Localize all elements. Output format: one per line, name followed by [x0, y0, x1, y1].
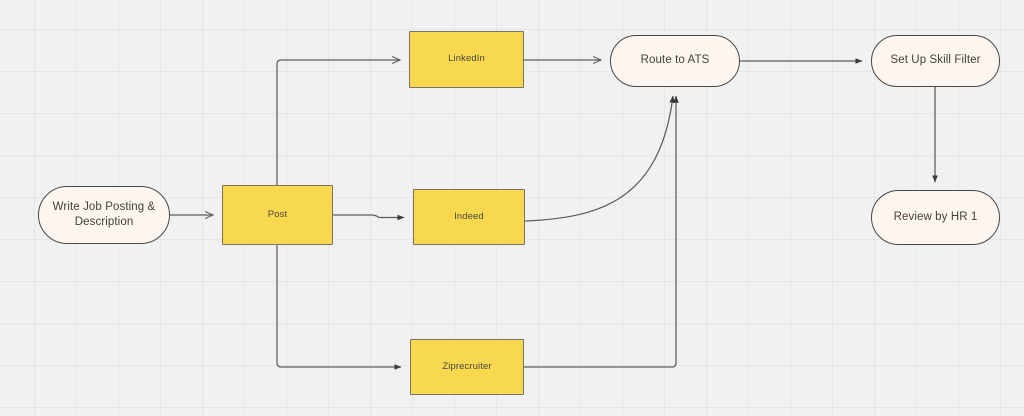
edge-indeed-to-route-to-ats — [524, 95, 675, 222]
node-post[interactable]: Post — [222, 185, 333, 245]
edge-ziprecruiter-to-route-to-ats — [524, 95, 679, 368]
node-review-by-hr-1[interactable]: Review by HR 1 — [871, 190, 1000, 245]
edge-post-to-linkedin — [276, 60, 400, 185]
node-label: Ziprecruiter — [442, 360, 492, 372]
node-label: LinkedIn — [448, 53, 485, 65]
node-route-to-ats[interactable]: Route to ATS — [610, 35, 740, 87]
node-label: Route to ATS — [640, 54, 710, 67]
edge-post-to-indeed — [333, 214, 405, 221]
node-set-up-skill-filter[interactable]: Set Up Skill Filter — [871, 35, 1000, 87]
node-label: Write Job Posting & Description — [52, 200, 156, 228]
node-label: Review by HR 1 — [893, 210, 978, 223]
node-label: Indeed — [454, 210, 484, 222]
node-indeed[interactable]: Indeed — [413, 189, 525, 245]
edge-post-to-ziprecruiter — [276, 245, 402, 370]
node-linkedin[interactable]: LinkedIn — [409, 31, 524, 88]
node-label: Set Up Skill Filter — [890, 54, 981, 67]
node-label: Post — [267, 208, 288, 220]
node-write-job-posting[interactable]: Write Job Posting & Description — [38, 186, 170, 244]
node-ziprecruiter[interactable]: Ziprecruiter — [410, 339, 524, 395]
